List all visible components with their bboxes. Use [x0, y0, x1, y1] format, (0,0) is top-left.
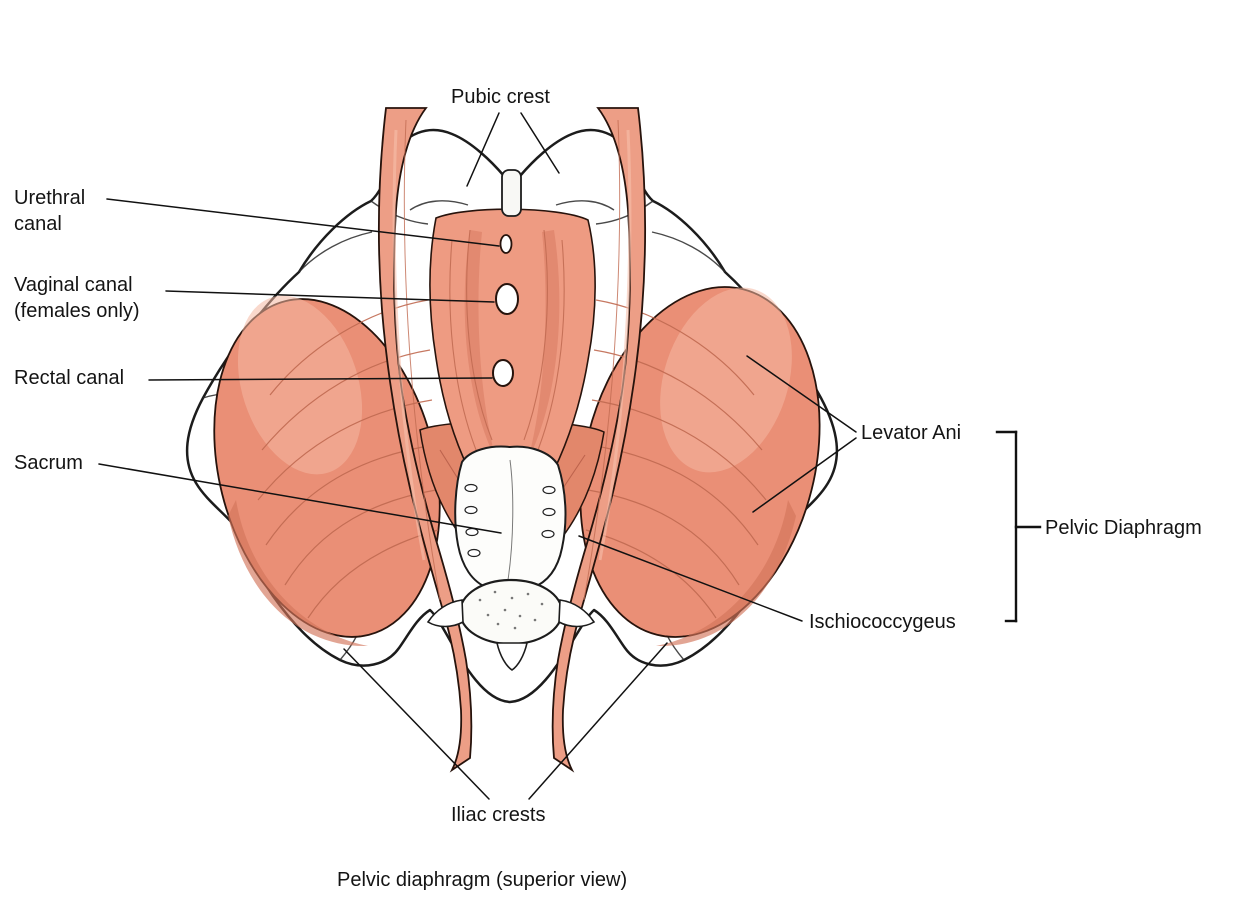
leader-pubic-crest-left: [466, 112, 500, 187]
leader-levator-ani-lower: [752, 437, 857, 513]
label-ischiococcygeus: Ischiococcygeus: [809, 611, 956, 633]
leader-ischiococcygeus: [578, 535, 803, 622]
label-pelvic-diaphragm: Pelvic Diaphragm: [1045, 517, 1202, 539]
leader-rectal-canal: [148, 377, 493, 381]
vertebral-body: [458, 578, 564, 646]
label-urethral-canal-line2: canal: [14, 212, 62, 235]
label-urethral-canal-line1: Urethral: [14, 187, 86, 209]
vaginal-canal-opening: [495, 283, 519, 315]
label-vaginal-canal: Vaginal canal (females only): [14, 273, 140, 324]
sacral-foramina: [464, 483, 556, 558]
label-sacrum: Sacrum: [14, 452, 83, 474]
label-vaginal-canal-line2: (females only): [14, 299, 140, 322]
urethral-canal-opening: [499, 234, 513, 254]
leader-levator-ani-upper: [746, 355, 857, 433]
label-urethral-canal: Urethral canal: [14, 186, 85, 237]
lobe-shading: [228, 287, 796, 647]
leader-urethral-canal: [106, 198, 500, 247]
label-iliac-crests: Iliac crests: [451, 804, 546, 826]
rectal-canal-opening: [492, 359, 514, 387]
label-rectal-canal: Rectal canal: [14, 367, 125, 389]
figure-caption: Pelvic diaphragm (superior view): [337, 869, 628, 891]
label-pubic-crest: Pubic crest: [451, 86, 550, 108]
sacrum-median-ridge: [507, 459, 514, 581]
pubic-symphysis: [501, 169, 522, 217]
leader-pubic-crest-right: [520, 112, 560, 174]
central-fiber-lines: [449, 229, 565, 456]
vertebra-details: [426, 590, 596, 671]
leader-iliac-crest-left: [343, 648, 490, 800]
vertebra-stipple: [478, 590, 544, 630]
label-vaginal-canal-line1: Vaginal canal: [14, 274, 133, 296]
central-sheet-shading: [464, 230, 560, 460]
leader-sacrum: [98, 463, 502, 534]
label-levator-ani: Levator Ani: [861, 422, 962, 444]
leader-lines: [98, 112, 857, 800]
sacrum-bone: [454, 445, 567, 592]
strap-fiber-lines: [392, 119, 632, 601]
pelvic-diaphragm-bracket: [995, 430, 1042, 623]
leader-iliac-crest-right: [528, 642, 668, 800]
leader-vaginal-canal: [165, 290, 495, 303]
